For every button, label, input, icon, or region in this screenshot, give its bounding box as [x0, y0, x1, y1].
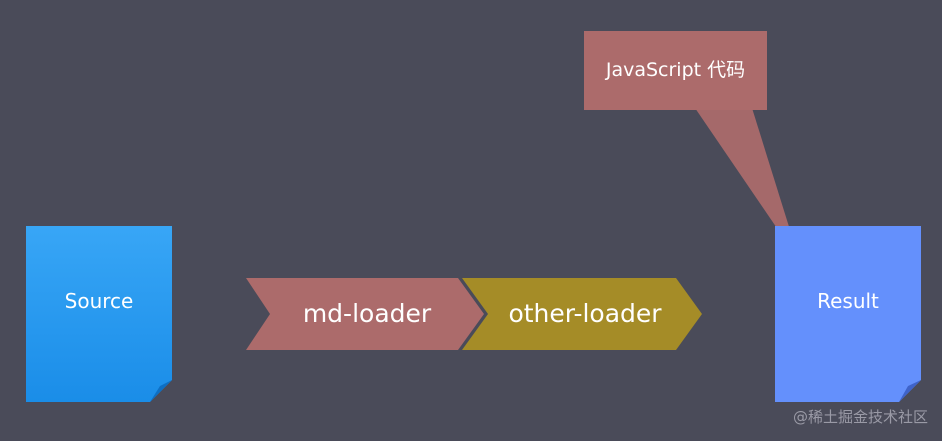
result-document-icon — [775, 226, 921, 402]
md-loader-chevron — [246, 278, 484, 350]
callout-pointer — [695, 108, 800, 262]
other-loader-label: other-loader — [508, 299, 662, 328]
other-loader-chevron — [462, 278, 702, 350]
source-document-icon — [26, 226, 172, 402]
result-label: Result — [817, 289, 879, 313]
source-label: Source — [64, 289, 134, 313]
callout-box — [584, 31, 767, 110]
callout-label: JavaScript 代码 — [605, 59, 746, 81]
md-loader-label: md-loader — [302, 299, 432, 328]
watermark: @稀土掘金技术社区 — [792, 408, 928, 426]
